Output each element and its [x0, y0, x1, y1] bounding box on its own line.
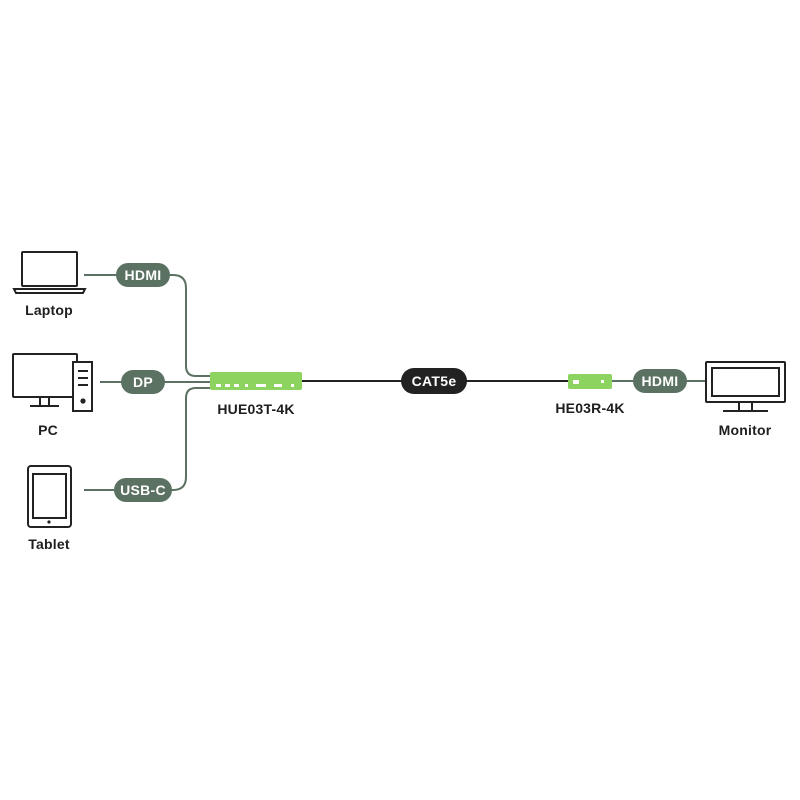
tablet-line: [84, 387, 210, 491]
pc-label: PC: [38, 422, 58, 438]
tablet-icon: [27, 465, 72, 528]
laptop-label: Laptop: [25, 302, 73, 318]
laptop-hdmi-connector: HDMI: [116, 263, 170, 287]
laptop-icon: [12, 251, 87, 294]
transmitter-label: HUE03T-4K: [217, 401, 295, 417]
receiver-label: HE03R-4K: [555, 400, 625, 416]
pc-dp-connector: DP: [121, 370, 165, 394]
cat5e-cable-label: CAT5e: [401, 368, 467, 394]
monitor-icon: [705, 361, 786, 412]
monitor-label: Monitor: [718, 422, 772, 438]
monitor-hdmi-connector: HDMI: [633, 369, 687, 393]
receiver-device: [568, 374, 612, 389]
laptop-line: [84, 274, 210, 377]
pc-icon: [12, 353, 93, 412]
tablet-usbc-connector: USB-C: [114, 478, 172, 502]
tablet-label: Tablet: [28, 536, 70, 552]
transmitter-device: [210, 372, 302, 390]
